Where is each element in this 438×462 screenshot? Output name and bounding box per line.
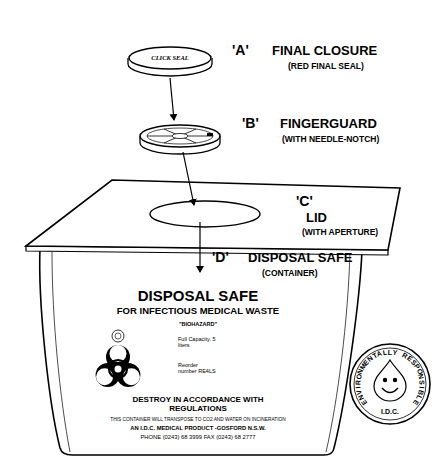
container-corner bbox=[326, 252, 350, 452]
product-name: DISPOSAL SAFE bbox=[48, 288, 348, 305]
part-note: (WITH APERTURE) bbox=[302, 228, 378, 237]
reorder-note: Reorder number RE4LS bbox=[178, 362, 218, 374]
logo-initials: I.D.C. bbox=[370, 408, 410, 416]
biohazard-symbol bbox=[96, 345, 141, 387]
phone-line: PHONE (0243) 68 3999 FAX (0243) 68 2777 bbox=[48, 434, 348, 440]
part-letter: 'A' bbox=[232, 43, 249, 58]
fingerguard bbox=[140, 125, 220, 154]
assembly-arrow bbox=[199, 222, 200, 272]
part-note: (RED FINAL SEAL) bbox=[288, 62, 364, 71]
part-name: LID bbox=[306, 211, 327, 225]
seal-text: CLICK SEAL bbox=[150, 54, 190, 61]
part-letter: 'C' bbox=[296, 194, 313, 209]
assembly-arrow bbox=[183, 152, 194, 205]
crest-emblem bbox=[112, 330, 124, 342]
incineration-note: THIS CONTAINER WILL TRANSPOSE TO CO2 AND… bbox=[73, 417, 323, 422]
assembly-arrow bbox=[170, 78, 174, 120]
mascot-smile bbox=[382, 388, 398, 393]
part-name: DISPOSAL SAFE bbox=[248, 251, 353, 265]
part-letter: 'D' bbox=[212, 250, 229, 265]
maker-line: AN I.D.C. MEDICAL PRODUCT -GOSFORD N.S.W… bbox=[48, 425, 348, 431]
container-body bbox=[40, 248, 362, 455]
destroy-instruction: DESTROY IN ACCORDANCE WITH REGULATIONS bbox=[113, 396, 283, 414]
mascot-drop bbox=[374, 360, 406, 401]
product-subtitle: FOR INFECTIOUS MEDICAL WASTE bbox=[48, 306, 348, 316]
hazard-word: "BIOHAZARD" bbox=[48, 321, 348, 327]
mascot-eye bbox=[383, 378, 387, 382]
eco-logo: ENVIRONMENTALLY RESPONSIBLEI.D.C. bbox=[349, 343, 431, 425]
mascot-eye bbox=[393, 378, 397, 382]
part-name: FINGERGUARD bbox=[280, 117, 377, 131]
capacity-note: Full Capacity. 5 liters bbox=[178, 336, 218, 348]
container-front: DISPOSAL SAFEFOR INFECTIOUS MEDICAL WAST… bbox=[48, 284, 348, 452]
part-letter: 'B' bbox=[242, 116, 259, 131]
closure-disc: CLICK SEAL bbox=[128, 46, 212, 70]
container-corner bbox=[52, 252, 70, 452]
part-name: FINAL CLOSURE bbox=[272, 44, 377, 58]
logo-inner-ring bbox=[354, 348, 426, 420]
part-note: (WITH NEEDLE-NOTCH) bbox=[282, 135, 379, 144]
logo-outline bbox=[350, 344, 430, 424]
part-note: (CONTAINER) bbox=[262, 269, 318, 278]
lid bbox=[26, 180, 400, 255]
disc-outline bbox=[129, 47, 211, 69]
